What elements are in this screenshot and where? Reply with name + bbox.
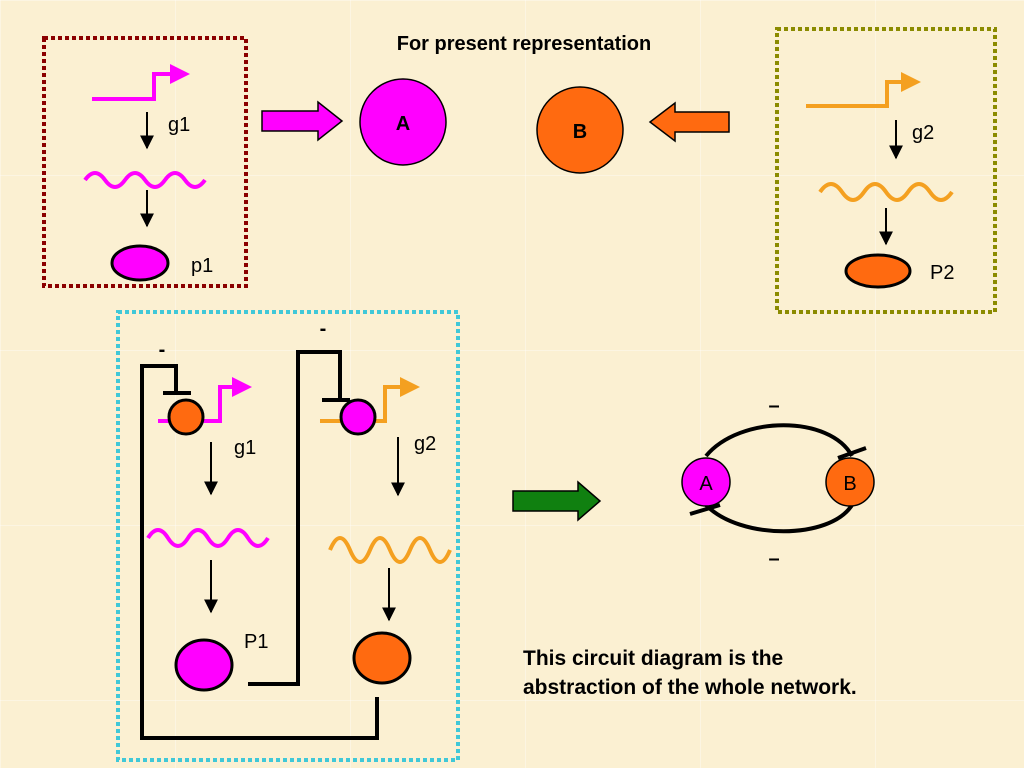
network-protein2-ellipse [352, 631, 412, 685]
gene2-box-border [775, 27, 997, 314]
node-b-label: B [573, 121, 587, 143]
abstract-node-b-label: B [843, 473, 856, 495]
title-text: For present representation [397, 33, 652, 55]
node-b-circle [536, 86, 624, 174]
caption-line-2: abstraction of the whole network. [523, 676, 857, 699]
feedback-wire-p2-to-g1 [140, 364, 379, 740]
node-a-circle [359, 78, 447, 166]
abstract-edge-a-to-b [704, 423, 854, 458]
mrna2-wave-icon [818, 182, 954, 202]
caption-line-1: This circuit diagram is the [523, 647, 783, 670]
network-protein1-label: P1 [244, 631, 268, 653]
network-gene2-label: g2 [414, 433, 436, 455]
network-box: - - g1 P1 g2 [116, 310, 460, 762]
abstract-node-a-label: A [699, 473, 713, 495]
gene2-label: g2 [912, 122, 934, 144]
feedback-wire-p1-to-g2 [248, 350, 342, 686]
protein2-label: P2 [930, 262, 954, 284]
repress1-sign: - [159, 339, 166, 361]
repress2-sign: - [320, 318, 327, 340]
abstract-node-b [825, 457, 875, 507]
mrna1-wave-icon [83, 171, 207, 189]
abstract-node-a [681, 457, 731, 507]
green-block-arrow [512, 480, 602, 522]
abstract-circuit: A B – – [681, 395, 875, 570]
protein2-ellipse [844, 253, 912, 289]
gene1-promoter-icon [92, 64, 190, 101]
orange-block-arrow [648, 101, 730, 143]
protein1-ellipse [110, 244, 170, 282]
gene1-box: g1 p1 [42, 36, 248, 288]
magenta-block-arrow [261, 100, 344, 142]
abstract-edge-b-to-a [704, 503, 854, 534]
node-a-label: A [396, 113, 410, 135]
network-box-border [116, 310, 460, 762]
abstract-top-sign: – [768, 395, 779, 417]
abstract-repression-bar-on-b [837, 446, 867, 460]
abstract-repression-bar-on-a [689, 503, 721, 516]
network-mrna1-wave-icon [146, 528, 270, 548]
gene2-promoter-icon [806, 72, 921, 108]
bound-repressor-a-on-g2 [339, 398, 377, 436]
network-gene1-label: g1 [234, 437, 256, 459]
gene1-label: g1 [168, 114, 190, 136]
abstract-bottom-sign: – [768, 548, 779, 570]
gene1-box-border [42, 36, 248, 288]
network-protein1-ellipse [174, 638, 234, 692]
network-mrna2-wave-icon [328, 536, 452, 564]
bound-repressor-b-on-g1 [167, 398, 205, 436]
protein1-label: p1 [191, 255, 213, 277]
gene2-box: g2 P2 [775, 27, 997, 314]
